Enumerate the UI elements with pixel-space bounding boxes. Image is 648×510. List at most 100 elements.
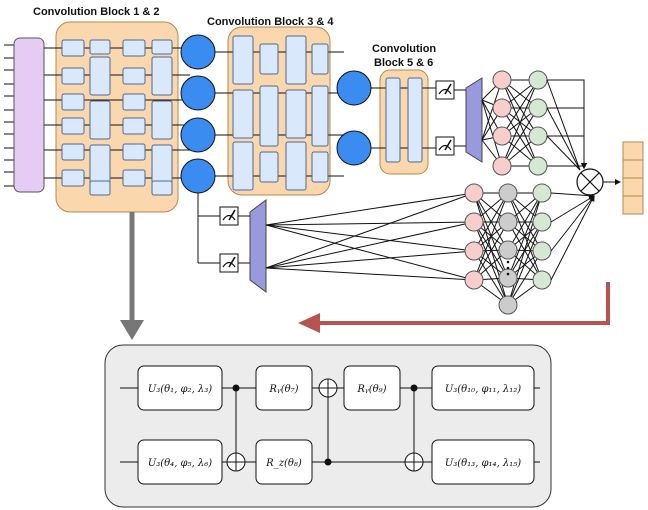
conv-gate (259, 151, 279, 183)
edge-to-combine (547, 135, 587, 169)
conv-gate (311, 43, 329, 75)
label-conv-block-5-6-line2: Block 5 & 6 (374, 57, 433, 69)
mlp-input-node (492, 126, 512, 146)
label-conv-block-5-6-line1: Convolution (372, 43, 436, 55)
conv-gate (122, 169, 146, 187)
output-cell (622, 159, 644, 179)
edge (265, 192, 475, 226)
conv-gate (89, 180, 111, 196)
edge (265, 224, 475, 252)
conv-gate (285, 141, 307, 191)
conv-gate (61, 117, 85, 135)
edge-to-combine (550, 195, 595, 223)
conv-gate (151, 144, 173, 184)
mlp-input-node (464, 270, 484, 290)
mlp-input-node (492, 70, 512, 90)
conv-gate (89, 144, 111, 184)
qubit-circles-stage-2 (336, 70, 372, 166)
meter-arc (222, 214, 236, 221)
conv-block-1-2-gates (44, 39, 190, 196)
mlp-hidden-node (528, 126, 548, 146)
mlp-input-node (464, 212, 484, 232)
edge (507, 221, 543, 306)
cnot-target-icon (226, 452, 246, 472)
conv-gate (151, 39, 173, 55)
conv-block-1-2 (55, 21, 179, 213)
edge (507, 192, 543, 306)
gate-u3-4 (431, 439, 535, 485)
circuit-detail: U₃(θ₁, φ₂, λ₃) U₃(θ₄, φ₅, λ₆) Rᵧ(θ₇) R_z(θ₈… (120, 365, 540, 485)
edge (265, 224, 475, 281)
conv-gate (89, 39, 111, 55)
ellipsis-dot (506, 260, 510, 264)
conv-gate (89, 100, 111, 140)
conv-gate (385, 77, 401, 163)
output-cell (622, 177, 644, 197)
gate-ry-1-label: Rᵧ(θ₇) (268, 384, 298, 395)
gate-u3-4-label: U₃(θ₁₃, φ₁₄, λ₁₅) (445, 458, 521, 469)
conv-gate (311, 85, 329, 147)
ellipsis-dot (506, 272, 510, 276)
mlp-gray-node (498, 240, 518, 260)
edge-to-combine (550, 192, 595, 199)
measurement-pooling-bottom (197, 193, 267, 293)
measurement-meter-icon (219, 253, 239, 273)
gate-ry-1 (255, 365, 313, 411)
conv-gate (232, 141, 254, 191)
edge (507, 192, 543, 279)
sum-combine-icon (576, 168, 604, 196)
edge-to-combine (546, 135, 581, 171)
edge (473, 192, 509, 281)
gate-u3-1-label: U₃(θ₁, φ₂, λ₃) (148, 384, 212, 395)
meter-arc (222, 261, 236, 268)
edge-to-combine (547, 107, 587, 169)
conv-gate (61, 143, 85, 161)
conv-gate (89, 56, 111, 96)
edge (265, 221, 475, 269)
edge (481, 99, 503, 167)
edge (507, 192, 543, 251)
edge (265, 192, 475, 269)
edge (507, 250, 543, 306)
pooling-trapezoid (249, 199, 267, 293)
conv-gate (407, 77, 423, 163)
qubit-circle (180, 158, 216, 194)
control-dot-icon (232, 384, 240, 392)
conv-gate (232, 89, 254, 139)
label-conv-block-1-2: Convolution Block 1 & 2 (33, 6, 160, 18)
combine-section (546, 79, 644, 281)
control-dot-icon (410, 384, 418, 392)
edge-to-combine (547, 163, 587, 169)
mlp-hidden-node (532, 183, 552, 203)
conv-gate (122, 93, 146, 111)
gate-ry-2 (343, 365, 401, 411)
mlp-hidden-node (528, 70, 548, 90)
qubit-circle (180, 34, 216, 70)
mlp-input-node (464, 241, 484, 261)
conv-gate (61, 93, 85, 111)
conv-gate (151, 100, 173, 140)
meter-needle (228, 209, 236, 221)
mlp-input-node (492, 98, 512, 118)
output-cell (622, 141, 644, 161)
gate-u3-2-label: U₃(θ₄, φ₅, λ₆) (148, 458, 212, 469)
gate-u3-2 (137, 439, 223, 485)
measurement-meter-icon (435, 80, 455, 100)
meter-arc (438, 88, 452, 95)
conv-gate (151, 56, 173, 96)
edge-to-combine (550, 195, 595, 252)
edge (473, 250, 509, 306)
edge (473, 221, 509, 306)
cnot-target-icon (318, 378, 338, 398)
conv-block-5-6-gates (371, 77, 436, 163)
mlp-hidden-node (528, 156, 548, 176)
mlp-input-node (492, 156, 512, 176)
qubit-circle (336, 130, 372, 166)
combine-x (580, 172, 600, 192)
edge (481, 79, 503, 141)
conv-gate (61, 67, 85, 85)
gate-rz-1-label: R_z(θ₈) (265, 458, 302, 469)
cnot-target-icon (404, 452, 424, 472)
measurement-meter-icon (219, 206, 239, 226)
meter-needle (228, 256, 236, 268)
